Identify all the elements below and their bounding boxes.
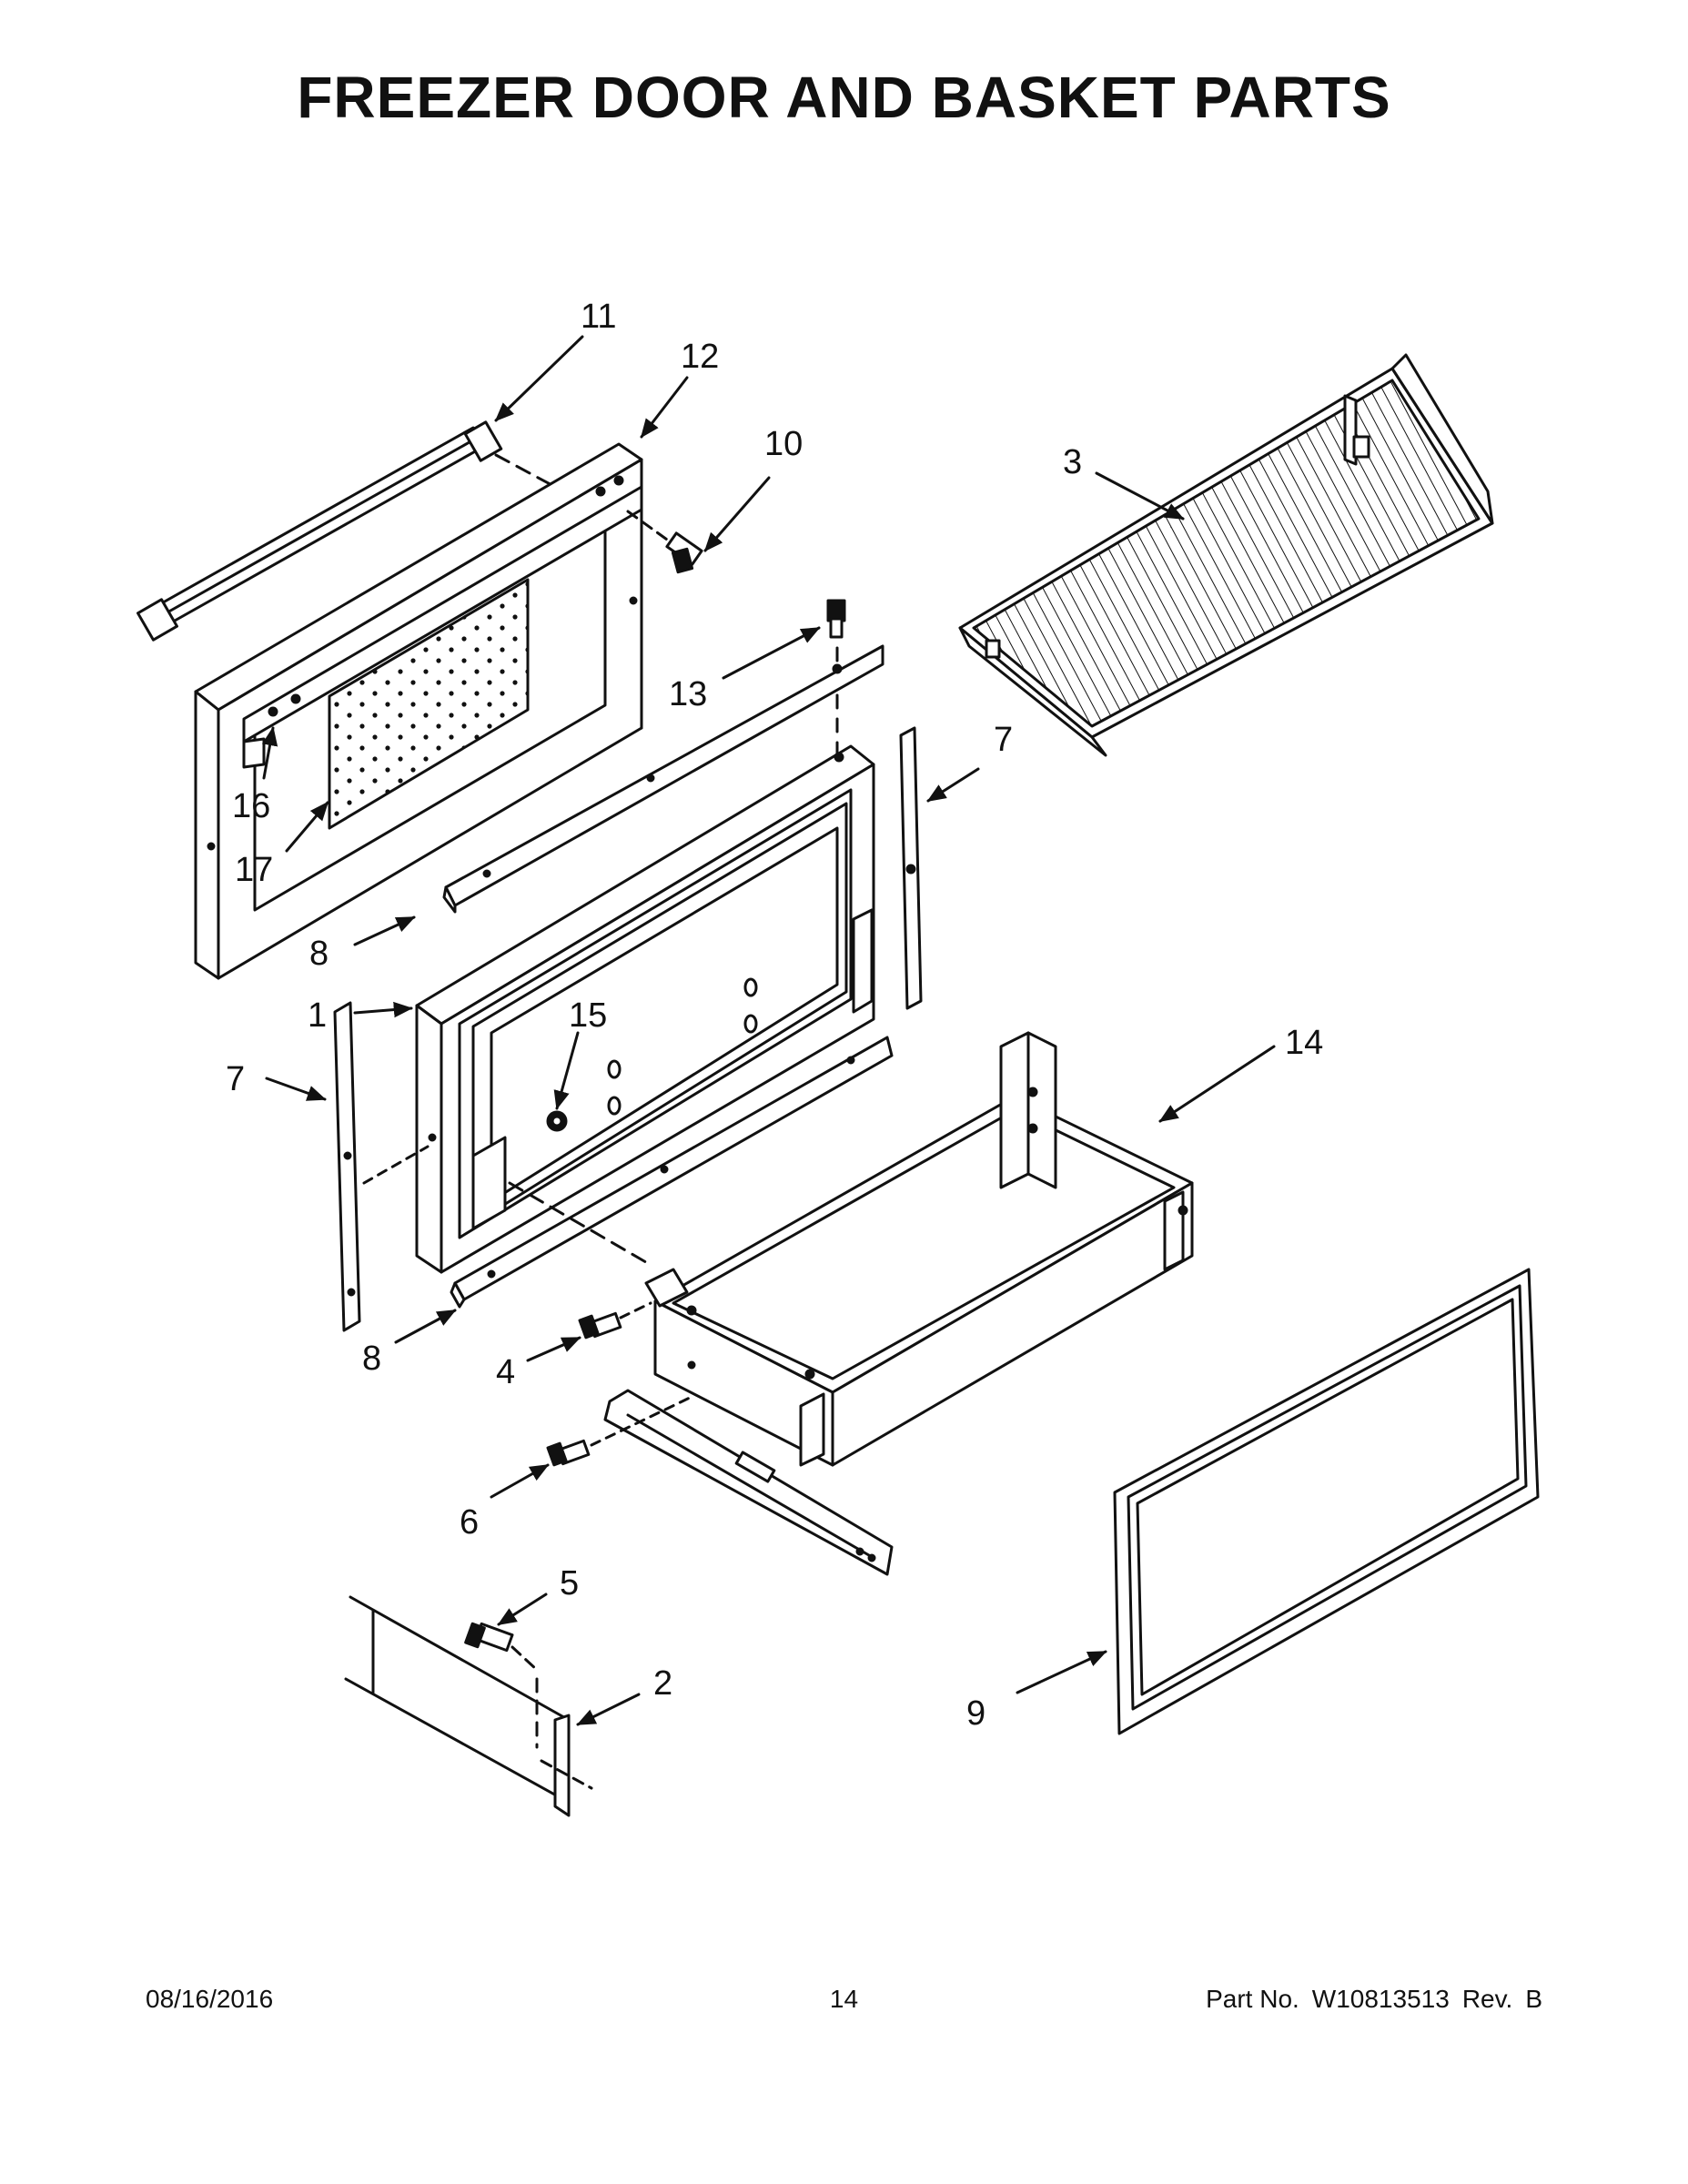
callout-14: 14 [1285,1024,1323,1062]
screw-part-5 [464,1622,539,1749]
arrow-2 [576,1693,641,1726]
callout-10: 10 [764,425,803,463]
callout-11: 11 [581,298,616,336]
arrow-11 [494,335,584,422]
callout-7b: 7 [226,1060,245,1098]
arrow-3 [1095,471,1185,521]
left-side-strip-part [333,1001,430,1332]
arrow-7b [265,1077,327,1101]
callout-7a: 7 [994,721,1013,759]
screw-part-13 [826,599,846,764]
arrow-4 [526,1336,581,1362]
callout-arrows [261,335,1276,1726]
callout-13: 13 [669,675,707,713]
upper-bracket-part [442,644,884,914]
callout-6: 6 [460,1503,479,1542]
arrow-10 [703,476,771,552]
arrow-16 [261,726,278,780]
callout-12: 12 [681,338,719,376]
callout-8b: 8 [362,1340,381,1378]
right-side-strip-part [899,726,923,1010]
outer-door-panel-part [194,442,643,980]
screw-part-6 [546,1395,693,1467]
front-trim-part [344,1595,593,1817]
footer-part-number: Part No. W10813513 Rev. B [1206,1985,1542,2014]
callout-17: 17 [235,851,273,889]
callout-15: 15 [569,996,607,1035]
arrow-5 [497,1592,548,1626]
door-gasket-part [1113,1268,1540,1735]
handle-bar-part [136,420,557,642]
footer-page-number: 14 [829,1985,859,2013]
arrow-17 [285,801,329,853]
footer-date: 08/16/2016 [146,1985,274,2013]
stop-bumper-part-15 [546,1110,568,1132]
arrow-6 [490,1463,550,1499]
freezer-basket-part [644,1031,1194,1467]
part-number-label: Part No. [1206,1985,1299,2013]
callout-2: 2 [653,1664,672,1703]
screw-part-10 [626,510,703,574]
callout-5: 5 [560,1564,579,1603]
callout-8a: 8 [309,935,329,973]
page-title: FREEZER DOOR AND BASKET PARTS [297,65,1391,130]
arrow-12 [640,376,689,439]
callout-1: 1 [308,996,327,1035]
arrow-8b [394,1309,457,1344]
callout-16: 16 [232,787,270,825]
arrow-7a [926,767,980,803]
arrow-9 [1016,1650,1107,1694]
revision-value: B [1525,1985,1542,2013]
callout-3: 3 [1063,443,1082,481]
screw-part-4 [578,1301,652,1340]
arrow-1 [353,1001,413,1018]
basket-tray-part [958,353,1494,757]
arrow-8a [353,915,416,946]
arrow-15 [553,1031,580,1110]
arrow-14 [1158,1045,1276,1123]
revision-label: Rev. [1461,1985,1513,2013]
lower-bracket-part [450,1036,894,1309]
slide-rail-part [603,1389,894,1576]
callout-labels: 11 12 10 3 13 7 16 17 8 1 15 7 14 8 4 6 … [226,298,1323,1733]
part-number-value: W10813513 [1311,1985,1450,2013]
arrow-13 [722,626,821,680]
callout-9: 9 [966,1694,986,1733]
callout-4: 4 [496,1353,515,1391]
